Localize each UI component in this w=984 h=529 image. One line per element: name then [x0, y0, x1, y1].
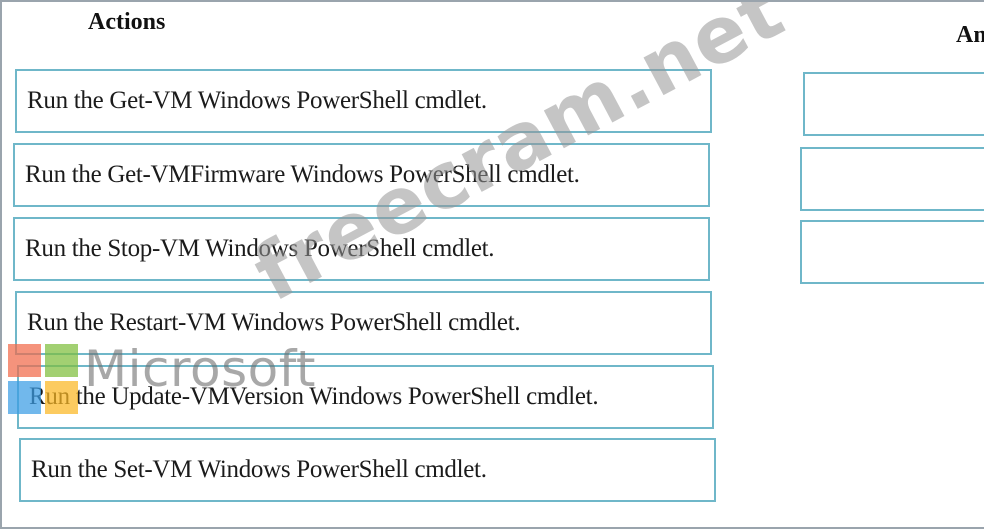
- answer-slot-3[interactable]: [800, 220, 984, 284]
- answer-area-heading: Answer Area: [956, 23, 984, 47]
- action-item-stop-vm[interactable]: Run the Stop-VM Windows PowerShell cmdle…: [13, 217, 710, 281]
- action-label: Run the Set-VM Windows PowerShell cmdlet…: [31, 456, 487, 483]
- answer-slot-1[interactable]: [803, 72, 984, 136]
- action-label: Run the Restart-VM Windows PowerShell cm…: [27, 309, 521, 336]
- action-item-restart-vm[interactable]: Run the Restart-VM Windows PowerShell cm…: [15, 291, 712, 355]
- action-label: Run the Stop-VM Windows PowerShell cmdle…: [25, 235, 495, 262]
- action-label: Run the Get-VMFirmware Windows PowerShel…: [25, 161, 580, 188]
- action-item-update-vmversion[interactable]: Run the Update-VMVersion Windows PowerSh…: [17, 365, 714, 429]
- action-label: Run the Update-VMVersion Windows PowerSh…: [29, 383, 599, 410]
- action-item-get-vmfirmware[interactable]: Run the Get-VMFirmware Windows PowerShel…: [13, 143, 710, 207]
- action-item-get-vm[interactable]: Run the Get-VM Windows PowerShell cmdlet…: [15, 69, 712, 133]
- actions-heading: Actions: [88, 9, 166, 35]
- answer-slot-2[interactable]: [800, 147, 984, 211]
- action-label: Run the Get-VM Windows PowerShell cmdlet…: [27, 87, 487, 114]
- action-item-set-vm[interactable]: Run the Set-VM Windows PowerShell cmdlet…: [19, 438, 716, 502]
